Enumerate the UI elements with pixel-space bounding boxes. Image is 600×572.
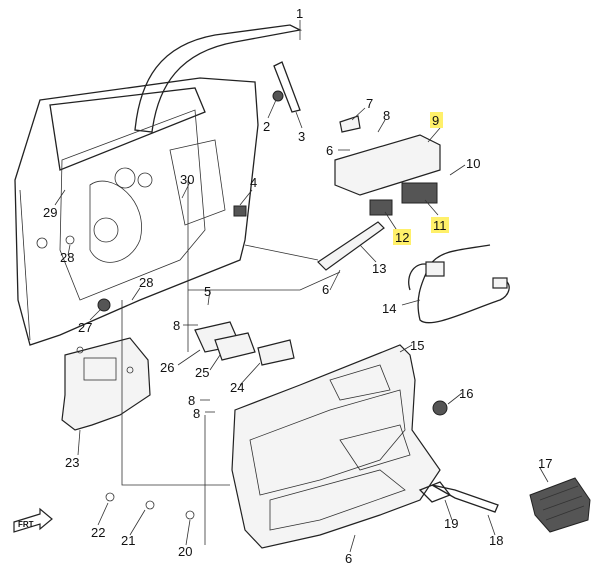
callout-18: 18: [489, 533, 503, 548]
callout-28: 28: [60, 250, 74, 265]
callout-14: 14: [382, 301, 396, 316]
callout-22: 22: [91, 525, 105, 540]
armrest-bracket: [317, 221, 385, 271]
small-parts: [97, 90, 499, 520]
callout-30: 30: [180, 172, 194, 187]
water-deflector: [61, 337, 151, 431]
callout-12: 12: [395, 230, 409, 245]
callout-21: 21: [121, 533, 135, 548]
callout-9-highlight: [430, 112, 443, 128]
callout-8: 8: [193, 406, 200, 421]
callout-17: 17: [538, 456, 552, 471]
callout-10: 10: [466, 156, 480, 171]
callout-11: 11: [433, 218, 447, 233]
callout-9: 9: [432, 113, 439, 128]
callout-6: 6: [345, 551, 352, 566]
callout-26: 26: [160, 360, 174, 375]
callout-8: 8: [188, 393, 195, 408]
front-arrow-label: FRT: [18, 520, 34, 529]
callout-28: 28: [139, 275, 153, 290]
callout-5: 5: [204, 284, 211, 299]
callout-1: 1: [296, 6, 303, 21]
callout-3: 3: [298, 129, 305, 144]
door-inner-panel: [14, 77, 259, 346]
callout-7: 7: [366, 96, 373, 111]
callout-6: 6: [326, 143, 333, 158]
speaker-grille: [529, 477, 591, 533]
callout-27: 27: [78, 320, 92, 335]
callout-23: 23: [65, 455, 79, 470]
callout-19: 19: [444, 516, 458, 531]
callout-8: 8: [173, 318, 180, 333]
callout-16: 16: [459, 386, 473, 401]
callout-25: 25: [195, 365, 209, 380]
door-wiring-harness: [408, 244, 510, 324]
callout-4: 4: [250, 175, 257, 190]
callout-24: 24: [230, 380, 244, 395]
callout-29: 29: [43, 205, 57, 220]
callout-6: 6: [322, 282, 329, 297]
callout-20: 20: [178, 544, 192, 559]
callouts: 1 2 3 4 5 6 6 6 7 8 8 8 8 9 10 11 12 13 …: [43, 6, 552, 566]
callout-13: 13: [372, 261, 386, 276]
front-arrow-icon: FRT: [13, 507, 53, 533]
callout-8: 8: [383, 108, 390, 123]
switch-bezel: [334, 134, 441, 216]
callout-15: 15: [410, 338, 424, 353]
callout-2: 2: [263, 119, 270, 134]
window-frame: [134, 24, 303, 133]
callout-12-highlight: [393, 229, 411, 245]
door-trim-panel: [231, 344, 441, 549]
callout-11-highlight: [431, 217, 449, 233]
leader-lines: [54, 20, 549, 553]
